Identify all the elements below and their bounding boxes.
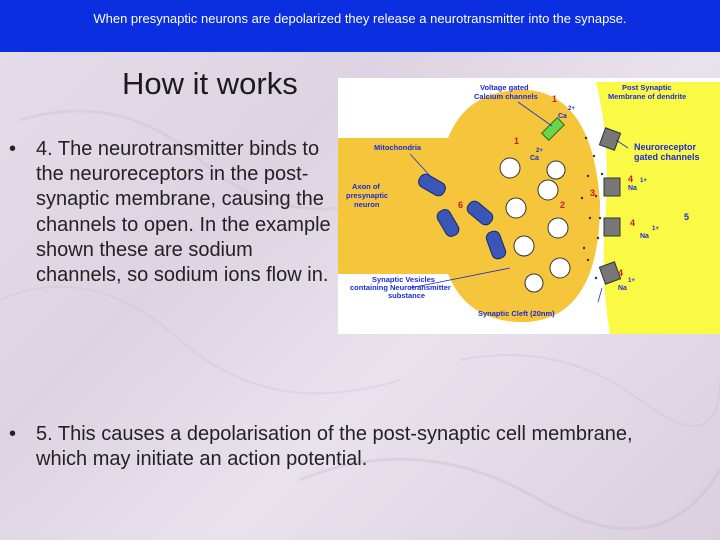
label-gated-channels: gated channels xyxy=(634,152,700,162)
label-lines xyxy=(409,101,629,303)
calcium-channel xyxy=(540,116,566,142)
bullet-dot: • xyxy=(9,138,17,160)
label-mitochondria: Mitochondria xyxy=(374,143,422,152)
svg-text:2+: 2+ xyxy=(568,106,575,112)
svg-text:Na: Na xyxy=(618,285,627,292)
label-voltage-gated: Voltage gated xyxy=(480,83,529,92)
synaptic-vesicles xyxy=(499,157,571,293)
svg-text:2+: 2+ xyxy=(536,148,543,154)
label-vesicles-2: containing Neurotransmitter xyxy=(350,283,451,292)
diagram-labels: Voltage gated Calcium channels Post Syna… xyxy=(346,83,700,318)
label-membrane-dendrite: Membrane of dendrite xyxy=(608,92,686,101)
svg-text:1: 1 xyxy=(514,136,519,146)
ion-labels: Ca 2+ Ca 2+ Na 1+ Na 1+ Na 1+ xyxy=(530,106,659,292)
svg-text:1+: 1+ xyxy=(640,178,647,184)
svg-text:Na: Na xyxy=(640,233,649,240)
postsynaptic-region xyxy=(596,82,720,334)
bullet-point-5: • 5. This causes a depolarisation of the… xyxy=(9,422,676,472)
label-vesicles-3: substance xyxy=(388,291,425,300)
mitochondria-group xyxy=(418,173,507,260)
svg-text:4: 4 xyxy=(628,174,633,184)
bullet-dot: • xyxy=(9,423,17,445)
svg-text:2: 2 xyxy=(560,200,565,210)
label-axon-2: presynaptic xyxy=(346,191,388,200)
svg-text:4: 4 xyxy=(618,268,623,278)
label-neuroreceptor: Neuroreceptor xyxy=(634,142,697,152)
svg-text:Ca: Ca xyxy=(530,155,539,162)
slide-title: How it works xyxy=(122,66,298,101)
label-vesicles-1: Synaptic Vesicles xyxy=(372,275,435,284)
label-calcium-channels: Calcium channels xyxy=(474,92,538,101)
bullet-point-4: • 4. The neurotransmitter binds to the n… xyxy=(9,137,336,288)
label-synaptic-cleft: Synaptic Cleft (20nm) xyxy=(478,309,555,318)
svg-text:6: 6 xyxy=(458,200,463,210)
label-post-synaptic: Post Synaptic xyxy=(622,83,672,92)
label-axon-3: neuron xyxy=(354,200,380,209)
svg-text:Na: Na xyxy=(628,185,637,192)
svg-text:1+: 1+ xyxy=(652,226,659,232)
svg-text:5: 5 xyxy=(684,212,689,222)
receptor-channels xyxy=(598,127,622,285)
svg-text:Ca: Ca xyxy=(558,113,567,120)
svg-text:1: 1 xyxy=(552,94,557,104)
svg-text:1+: 1+ xyxy=(628,278,635,284)
bullet-text: 4. The neurotransmitter binds to the neu… xyxy=(36,138,331,286)
svg-text:4: 4 xyxy=(630,218,635,228)
slide-banner: When presynaptic neurons are depolarized… xyxy=(0,0,720,52)
synapse-diagram: Voltage gated Calcium channels Post Syna… xyxy=(338,78,720,334)
bullet-text: 5. This causes a depolarisation of the p… xyxy=(36,423,633,471)
step-numbers: 1 1 2 3 4 4 4 6 5 xyxy=(458,94,689,278)
neurotransmitter-dots xyxy=(580,136,604,280)
svg-text:3: 3 xyxy=(590,188,595,198)
label-axon-1: Axon of xyxy=(352,182,380,191)
